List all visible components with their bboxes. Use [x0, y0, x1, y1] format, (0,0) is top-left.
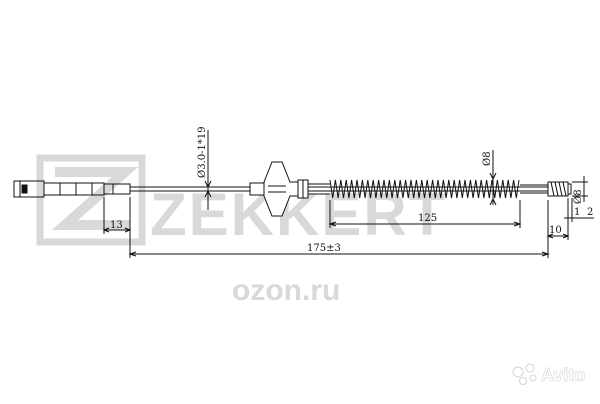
left-dim-arrows [102, 227, 132, 233]
wire-spec-dimension [204, 130, 212, 210]
left-connector [13, 180, 131, 198]
tip-dimension [564, 198, 594, 222]
left-connector-body [13, 180, 45, 198]
spring-dia-label: Ø8 [482, 151, 493, 166]
avito-wordmark: Avito [541, 365, 585, 385]
spring-length-dimension [328, 200, 522, 228]
right-end-length-label: 10 [549, 225, 562, 236]
cable-housing [249, 161, 330, 217]
end-diameter-dimension [572, 176, 588, 202]
spring-dia-arrow-top [489, 172, 497, 181]
spring-coil [329, 179, 520, 199]
tip-length-label-2: 2 [587, 207, 593, 218]
spring-dia-arrow-bottom [489, 197, 497, 206]
housing-collar [249, 182, 265, 196]
right-dim-arrows [546, 233, 570, 239]
spring-diameter-dimension [489, 150, 497, 206]
left-end-length-label: 13 [110, 220, 123, 231]
left-connector-slot [21, 184, 28, 194]
right-end-fitting [520, 181, 572, 197]
left-end-dimension [102, 197, 132, 258]
spring [329, 179, 520, 199]
spring-dim-arrows [328, 221, 522, 227]
avito-dot-icon [519, 377, 527, 385]
overall-length-label: 175±3 [307, 243, 341, 254]
tip-length-label-1: 1 [574, 207, 580, 218]
right-fitting-tube [520, 184, 549, 194]
wire-spec-label: Ø3.0-1*19 [197, 126, 208, 178]
overall-dimension [128, 200, 550, 258]
watermark-logo-z-mark [51, 167, 139, 230]
watermark-logo: ZEKKERT ozon.ru [36, 154, 445, 307]
avito-dot-icon [512, 366, 524, 378]
end-dia-label: Ø8 [573, 189, 584, 204]
avito-watermark: Avito [512, 363, 586, 385]
housing-bore [268, 185, 286, 193]
avito-dot-icon [529, 374, 537, 382]
housing-tube [308, 183, 330, 195]
overall-dim-arrows [128, 251, 550, 257]
wire-spec-arrow-bottom [204, 189, 212, 198]
left-ferrule [103, 183, 131, 195]
spring-length-label: 125 [418, 213, 437, 224]
right-end-dimension [546, 198, 570, 240]
watermark-logo-frame [36, 154, 146, 246]
avito-dot-icon [525, 363, 535, 373]
wire-spec-arrow-top [204, 180, 212, 189]
right-end-cap [567, 183, 572, 195]
right-end-knurl [550, 181, 567, 197]
watermark-site: ozon.ru [232, 274, 340, 307]
